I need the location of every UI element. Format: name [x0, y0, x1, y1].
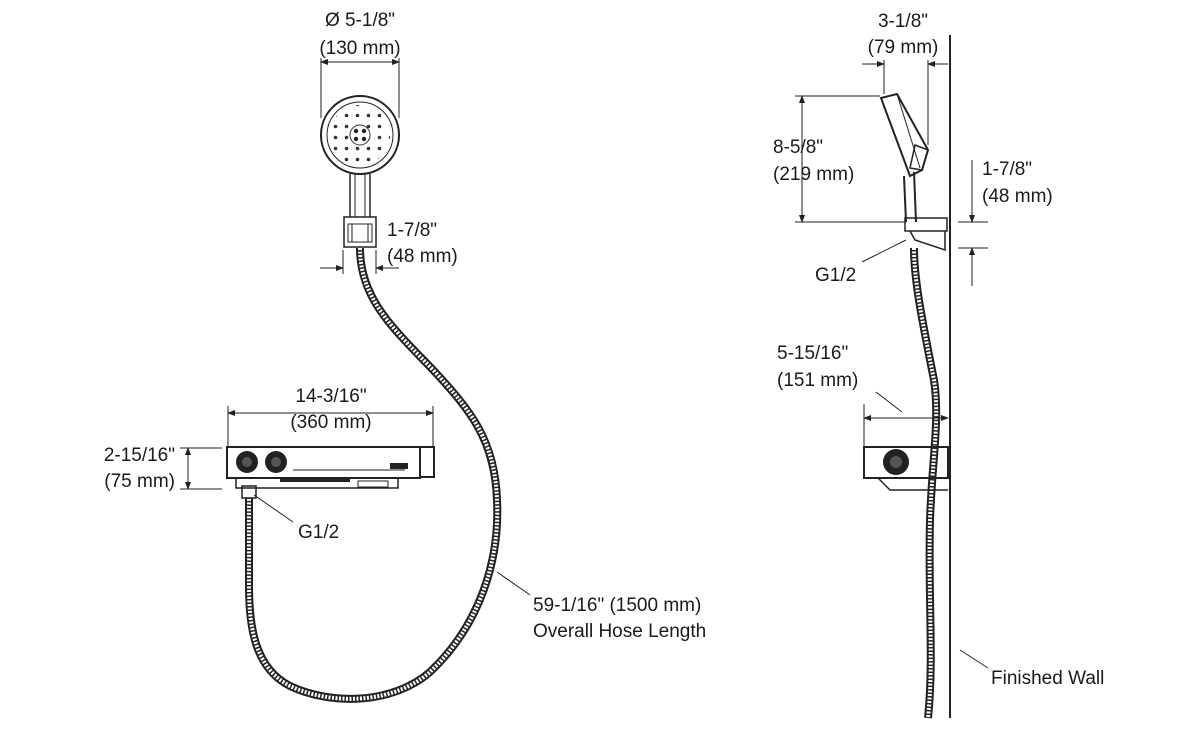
- mixer-height-metric: (75 mm): [104, 471, 175, 492]
- head-length-metric: (219 mm): [773, 164, 854, 185]
- hose-length-value: 59-1/16" (1500 mm): [533, 595, 701, 616]
- holder-height-metric: (48 mm): [982, 186, 1053, 207]
- side-outlet-thread-callout: G1/2: [815, 239, 907, 286]
- thermostatic-mixer-side: [863, 446, 949, 491]
- hose-length-callout: 59-1/16" (1500 mm) Overall Hose Length: [496, 571, 706, 642]
- mixer-projection-imperial: 5-15/16": [777, 343, 848, 364]
- holder-width-dimension: 1-7/8" (48 mm): [320, 220, 458, 274]
- head-length-dimension: 8-5/8" (219 mm): [773, 95, 905, 223]
- mixer-width-imperial: 14-3/16": [295, 386, 366, 407]
- thermostatic-mixer-front: [226, 446, 435, 499]
- mixer-height-dimension: 2-15/16" (75 mm): [104, 445, 222, 492]
- head-depth-metric: (79 mm): [868, 37, 939, 58]
- side-outlet-thread: G1/2: [815, 265, 856, 286]
- holder-width-imperial: 1-7/8": [387, 220, 437, 241]
- head-diameter-imperial: Ø 5-1/8": [325, 10, 395, 31]
- mixer-projection-metric: (151 mm): [777, 370, 858, 391]
- finished-wall-callout: Finished Wall: [959, 649, 1104, 689]
- head-depth-dimension: 3-1/8" (79 mm): [862, 11, 948, 145]
- mixer-width-metric: (360 mm): [290, 412, 371, 433]
- holder-height-dimension: 1-7/8" (48 mm): [958, 159, 1053, 286]
- hand-shower-side: [879, 92, 948, 252]
- head-diameter-metric: (130 mm): [319, 38, 400, 59]
- shower-hose-side: [910, 247, 941, 719]
- front-outlet-thread-callout: G1/2: [253, 494, 339, 543]
- shower-hose: [245, 247, 502, 703]
- mixer-width-dimension: 14-3/16" (360 mm): [227, 386, 434, 448]
- hand-shower-head: [320, 95, 400, 175]
- mixer-projection-dimension: 5-15/16" (151 mm): [777, 343, 949, 446]
- holder-width-metric: (48 mm): [387, 246, 458, 267]
- holder-height-imperial: 1-7/8": [982, 159, 1032, 180]
- head-diameter-dimension: Ø 5-1/8" (130 mm): [319, 10, 401, 118]
- finished-wall-label: Finished Wall: [991, 668, 1104, 689]
- hand-shower-holder: [343, 216, 377, 248]
- mixer-height-imperial: 2-15/16": [104, 445, 175, 466]
- hand-shower-handle: [349, 174, 371, 217]
- head-length-imperial: 8-5/8": [773, 137, 823, 158]
- front-outlet-thread: G1/2: [298, 522, 339, 543]
- hose-length-label: Overall Hose Length: [533, 621, 706, 642]
- head-depth-imperial: 3-1/8": [878, 11, 928, 32]
